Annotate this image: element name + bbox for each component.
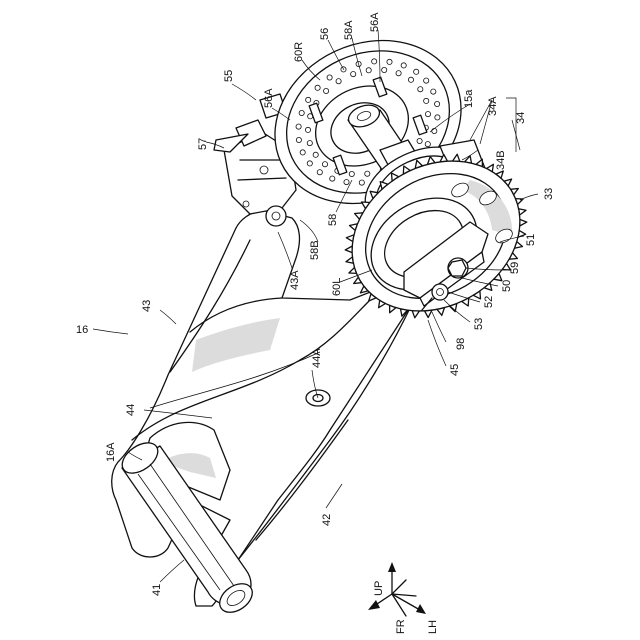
label-34A: 34A [487,96,499,116]
disc-vent-hole [306,97,311,102]
disc-vent-hole [424,78,429,83]
label-60R: 60R [293,42,305,62]
label-59: 59 [509,262,521,274]
disc-vent-hole [336,79,341,84]
disc-vent-hole [317,170,322,175]
label-44A: 44A [311,348,323,368]
disc-vent-hole [417,138,422,143]
label-51: 51 [525,234,537,246]
label-52: 52 [483,296,495,308]
disc-vent-hole [366,68,371,73]
disc-vent-hole [365,171,370,176]
label-56A-right: 56A [369,12,381,32]
disc-vent-hole [408,77,413,82]
label-50: 50 [501,280,513,292]
sprocket-tooth [520,219,527,226]
label-43A: 43A [289,270,301,290]
disc-vent-hole [300,150,305,155]
label-55: 55 [223,70,235,82]
disc-vent-hole [349,171,354,176]
label-33: 33 [543,188,555,200]
disc-vent-hole [315,85,320,90]
label-34B: 34B [495,150,507,170]
label-fr: FR [395,619,407,634]
label-41: 41 [151,584,163,596]
label-56: 56 [319,28,331,40]
sprocket-tooth [412,311,419,318]
disc-vent-hole [396,71,401,76]
label-44: 44 [125,404,137,416]
label-57: 57 [197,138,209,150]
up-arrow-icon [388,562,396,572]
sprocket-tooth [345,246,352,253]
disc-vent-hole [313,152,318,157]
label-98: 98 [455,338,467,350]
disc-vent-hole [372,59,377,64]
label-up: UP [373,581,385,596]
disc-vent-hole [414,69,419,74]
disc-vent-hole [344,180,349,185]
label-45: 45 [449,364,461,376]
disc-vent-hole [351,72,356,77]
label-58B: 58B [309,240,321,260]
label-lh: LH [427,620,439,634]
disc-vent-hole [418,87,423,92]
disc-vent-hole [307,141,312,146]
label-16: 16 [76,324,88,336]
disc-vent-hole [435,115,440,120]
disc-vent-hole [359,180,364,185]
front-arrow-icon [368,600,380,610]
disc-vent-hole [425,142,430,147]
label-56A-left: 56A [263,88,275,108]
disc-vent-hole [307,161,312,166]
label-16A: 16A [105,442,117,462]
disc-vent-hole [431,89,436,94]
disc-vent-hole [322,162,327,167]
label-53: 53 [473,318,485,330]
label-15a: 15a [463,89,475,108]
left-hand-arrow-icon [416,604,426,614]
direction-indicator: UP FR LH [368,562,439,634]
disc-vent-hole [387,59,392,64]
disc-vent-hole [382,67,387,72]
disc-vent-hole [425,112,430,117]
label-58A: 58A [343,20,355,40]
disc-vent-hole [330,176,335,181]
disc-vent-hole [435,101,440,106]
label-34: 34 [515,112,527,124]
disc-vent-hole [432,128,437,133]
disc-vent-hole [296,137,301,142]
label-42: 42 [321,514,333,526]
disc-vent-hole [299,110,304,115]
disc-vent-hole [305,127,310,132]
disc-vent-hole [424,98,429,103]
label-60L: 60L [331,278,343,296]
disc-vent-hole [324,88,329,93]
label-43: 43 [141,300,153,312]
label-58: 58 [327,214,339,226]
disc-vent-hole [401,63,406,68]
disc-vent-hole [327,75,332,80]
disc-vent-hole [296,124,301,129]
